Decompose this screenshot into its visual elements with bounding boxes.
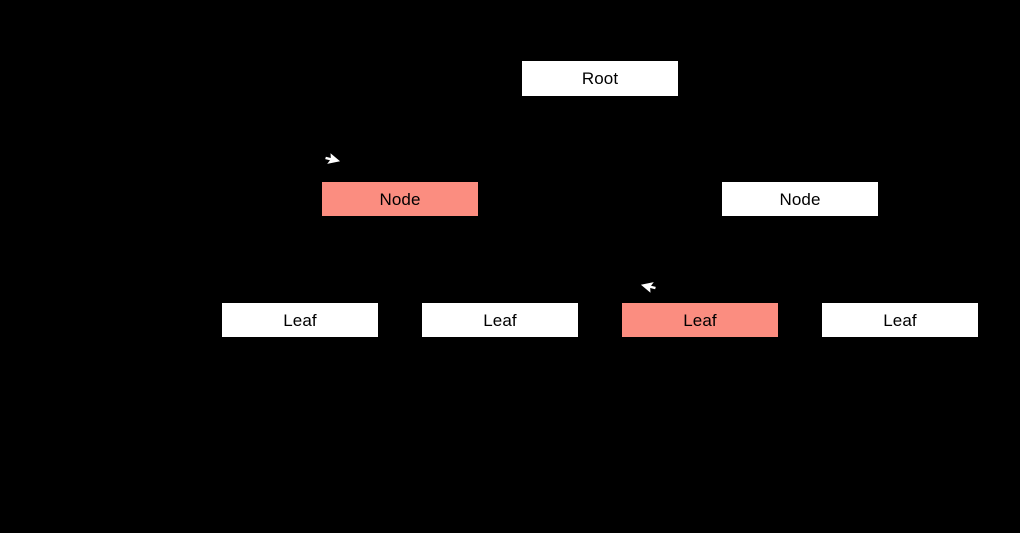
node-left-highlighted[interactable]: Node bbox=[321, 181, 479, 217]
node-label: Leaf bbox=[283, 310, 317, 330]
leaf-node-4[interactable]: Leaf bbox=[821, 302, 979, 338]
node-label: Root bbox=[581, 69, 619, 88]
node-label: Leaf bbox=[883, 310, 917, 330]
node-label: Node bbox=[779, 189, 821, 209]
node-label: Leaf bbox=[683, 310, 717, 330]
node-label: Leaf bbox=[483, 310, 517, 330]
leaf-node-1[interactable]: Leaf bbox=[221, 302, 379, 338]
node-root[interactable]: Root bbox=[521, 60, 679, 97]
node-right[interactable]: Node bbox=[721, 181, 879, 217]
leaf-node-2[interactable]: Leaf bbox=[421, 302, 579, 338]
node-label: Node bbox=[379, 189, 421, 209]
leaf-node-3-highlighted[interactable]: Leaf bbox=[621, 302, 779, 338]
